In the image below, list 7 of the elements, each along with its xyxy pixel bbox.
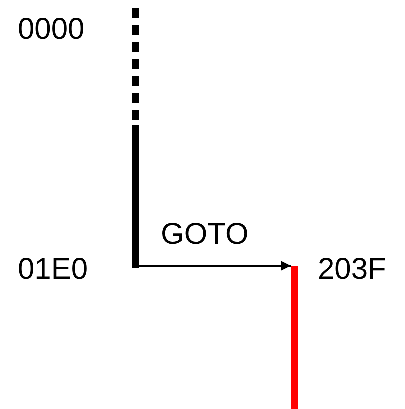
- edge-label: GOTO: [161, 219, 249, 251]
- memory-bar: [132, 8, 139, 268]
- address-label: 01E0: [18, 254, 88, 286]
- address-label: 203F: [318, 254, 386, 286]
- address-label: 0000: [18, 14, 85, 46]
- arrow: [139, 261, 291, 271]
- memory-bar: [291, 266, 298, 409]
